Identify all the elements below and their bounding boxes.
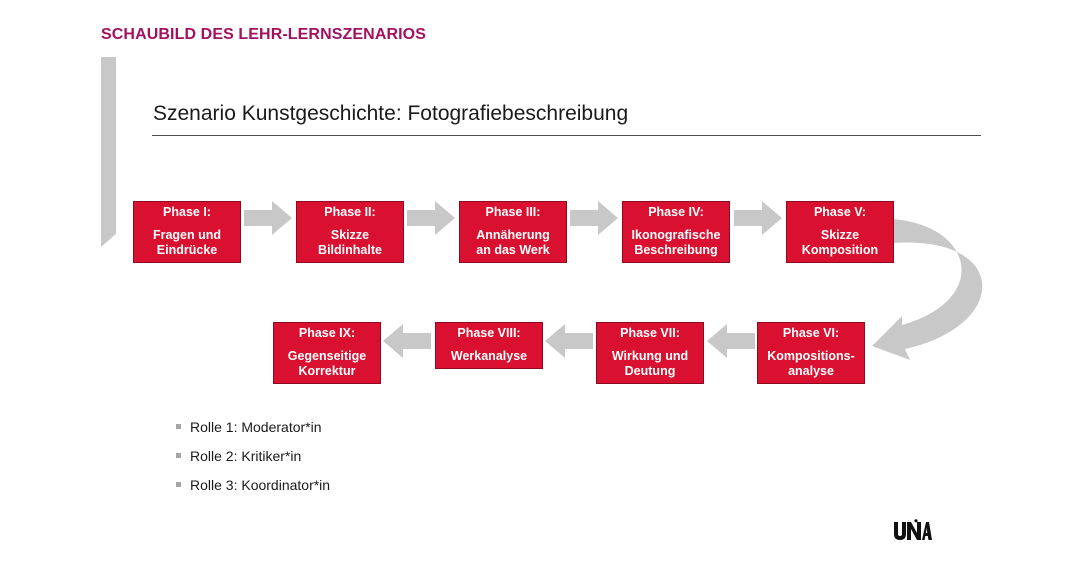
arrow-right-icon: [407, 201, 455, 235]
phase-description-line: Wirkung und: [611, 349, 689, 363]
phase-9-box: Phase IX: Gegenseitige Korrektur: [273, 322, 381, 384]
role-label: Rolle 2: Kritiker*in: [190, 448, 302, 464]
phase-5-box: Phase V: Skizze Komposition: [786, 201, 894, 263]
phase-1-box: Phase I: Fragen und Eindrücke: [133, 201, 241, 263]
side-accent-bar: [101, 57, 116, 247]
header-title: SCHAUBILD DES LEHR-LERNSZENARIOS: [101, 26, 426, 43]
curved-arrow-icon: [872, 219, 983, 360]
slide-title: Szenario Kunstgeschichte: Fotografiebesc…: [153, 102, 629, 125]
phase-8-box: Phase VIII: Werkanalyse: [435, 322, 543, 369]
phase-description-line: Eindrücke: [156, 243, 218, 257]
phase-description-line: Ikonografische: [631, 228, 721, 242]
phase-2-box: Phase II: Skizze Bildinhalte: [296, 201, 404, 263]
arrow-right-icon: [734, 201, 782, 235]
bullet-icon: [176, 453, 181, 458]
bullet-icon: [176, 482, 181, 487]
phase-description-line: Skizze: [330, 228, 370, 242]
phase-label: Phase VII:: [620, 326, 680, 340]
arrow-right-icon: [570, 201, 618, 235]
phase-description-line: Gegenseitige: [287, 349, 367, 363]
phase-label: Phase V:: [813, 205, 867, 219]
bullet-icon: [176, 424, 181, 429]
phase-description-line: Korrektur: [298, 364, 356, 378]
phase-description-line: Annäherung: [476, 228, 550, 242]
phase-label: Phase VI:: [782, 326, 840, 340]
phase-description-line: Werkanalyse: [450, 349, 528, 363]
phase-label: Phase III:: [485, 205, 541, 219]
phase-label: Phase II:: [324, 205, 376, 219]
phase-description-line: Skizze: [820, 228, 860, 242]
phase-label: Phase VIII:: [457, 326, 521, 340]
phase-description-line: an das Werk: [476, 243, 550, 257]
role-item: Rolle 1: Moderator*in: [176, 419, 330, 448]
arrow-left-icon: [383, 324, 431, 358]
university-logo-icon: [894, 519, 932, 540]
phase-7-box: Phase VII: Wirkung und Deutung: [596, 322, 704, 384]
role-item: Rolle 2: Kritiker*in: [176, 448, 330, 477]
phase-description-line: Fragen und: [152, 228, 222, 242]
arrow-right-icon: [244, 201, 292, 235]
phase-label: Phase IX:: [298, 326, 356, 340]
title-divider: [152, 135, 981, 136]
phase-description-line: Komposition: [801, 243, 879, 257]
role-label: Rolle 1: Moderator*in: [190, 419, 322, 435]
role-item: Rolle 3: Koordinator*in: [176, 477, 330, 506]
phase-description-line: Deutung: [624, 364, 676, 378]
phase-3-box: Phase III: Annäherung an das Werk: [459, 201, 567, 263]
roles-list: Rolle 1: Moderator*in Rolle 2: Kritiker*…: [176, 419, 330, 506]
role-label: Rolle 3: Koordinator*in: [190, 477, 331, 493]
arrow-left-icon: [707, 324, 755, 358]
arrow-left-icon: [545, 324, 593, 358]
phase-label: Phase IV:: [648, 205, 704, 219]
phase-description-line: Bildinhalte: [318, 243, 382, 257]
phase-6-box: Phase VI: Kompositions- analyse: [757, 322, 865, 384]
phase-description-line: Beschreibung: [634, 243, 718, 257]
phase-description-line: analyse: [788, 364, 834, 378]
phase-label: Phase I:: [163, 205, 211, 219]
phase-description-line: Kompositions-: [767, 349, 855, 363]
phase-4-box: Phase IV: Ikonografische Beschreibung: [622, 201, 730, 263]
